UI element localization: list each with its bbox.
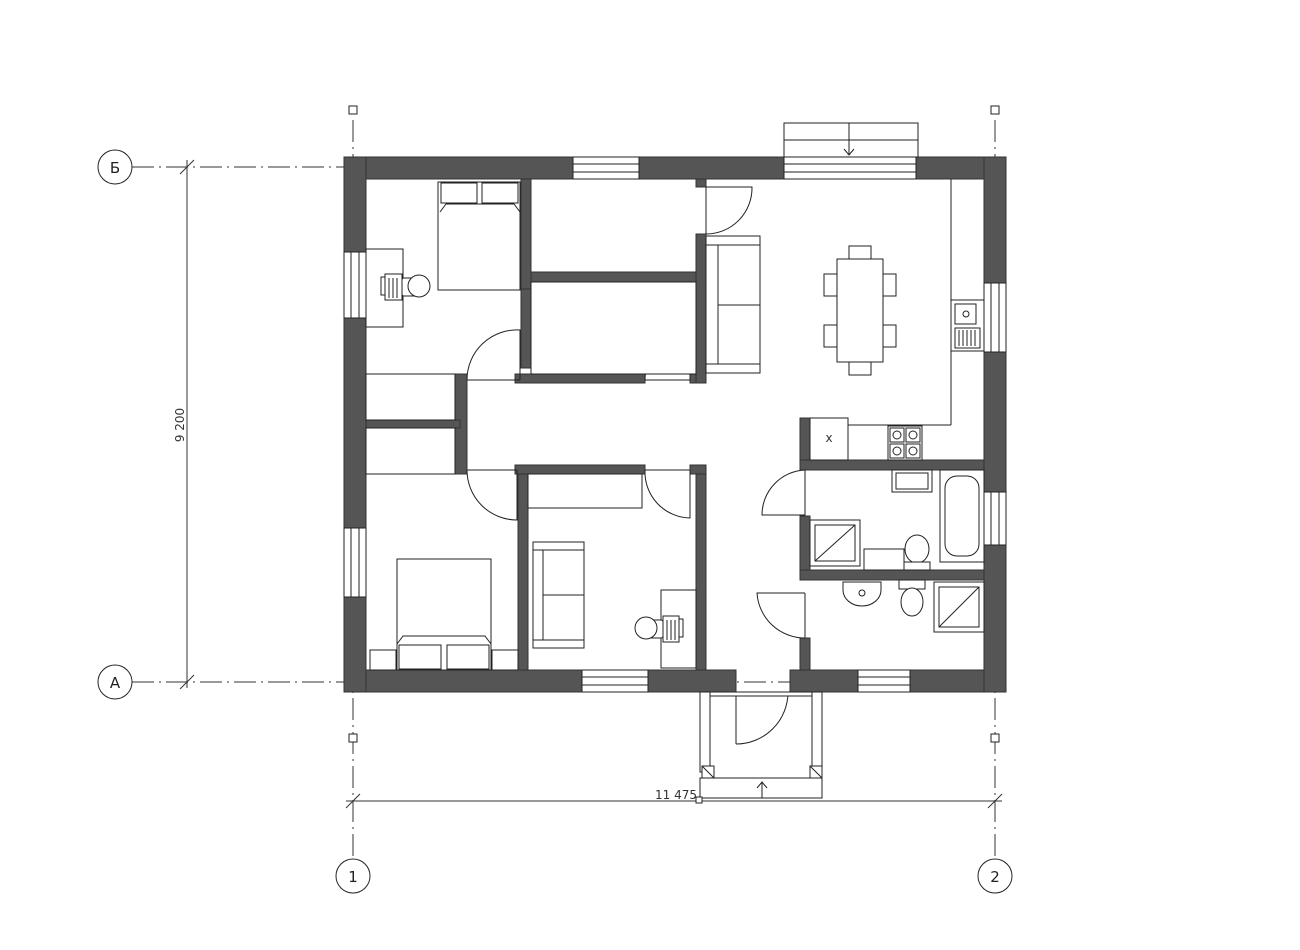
window-left-bottom — [343, 527, 367, 598]
window-left-top — [343, 251, 367, 319]
door-office — [644, 469, 691, 519]
bathtub — [939, 469, 985, 563]
double-bed-1 — [437, 181, 521, 291]
window-bottom-right — [857, 669, 911, 693]
bedroom-2-furniture — [369, 558, 519, 671]
axis-end-markers — [348, 105, 1000, 743]
door-bathroom — [761, 469, 806, 516]
axis-bubble-a — [97, 664, 133, 700]
axis-bubble-b — [97, 149, 133, 185]
dimension-width-text: 11 475 — [655, 788, 697, 802]
fridge: x — [809, 417, 849, 461]
chair-2 — [634, 615, 684, 643]
dimension-height: 9 200 — [173, 159, 195, 690]
office-furniture — [527, 473, 697, 669]
window-top-right — [783, 156, 917, 180]
window-bottom-left — [581, 669, 649, 693]
kitchen-counter — [848, 179, 985, 426]
wc-fixtures — [842, 579, 985, 633]
doors — [466, 186, 806, 745]
nightstand-2 — [491, 649, 519, 671]
double-bed-2 — [396, 558, 492, 671]
stove-mark: x — [825, 431, 832, 445]
sofa-office — [532, 541, 585, 649]
axis-bubble-2 — [977, 858, 1013, 894]
toilet-1 — [903, 534, 931, 571]
chair-1 — [380, 273, 431, 301]
bedroom-1-furniture — [365, 181, 521, 475]
washing-machine — [863, 548, 905, 571]
door-bedroom-2 — [466, 469, 518, 521]
door-wc — [756, 592, 806, 639]
wardrobe-1 — [365, 373, 456, 475]
dimension-height-text: 9 200 — [173, 408, 187, 442]
shower-cabin-2 — [933, 581, 985, 633]
door-bedroom-1 — [466, 329, 521, 381]
shower-cabin — [809, 519, 861, 567]
interior-walls — [365, 178, 985, 671]
windows — [343, 156, 1007, 693]
top-step — [783, 122, 919, 158]
cooktop — [887, 425, 923, 461]
bathroom-fixtures — [809, 469, 985, 571]
window-right-top — [983, 282, 1007, 353]
axis-bubble-1 — [335, 858, 371, 894]
dining-table — [823, 245, 897, 376]
axis-bubbles: Б А 1 2 — [97, 149, 1013, 894]
window-top-left — [572, 156, 640, 180]
door-hall-top — [705, 186, 753, 235]
dimension-width: 11 475 — [345, 788, 1003, 809]
door-entrance — [735, 691, 789, 745]
axis-label-b: Б — [110, 159, 120, 177]
wc-sink — [842, 581, 882, 607]
storage-room — [530, 281, 697, 375]
sofa-living — [705, 235, 761, 374]
window-right-bottom — [983, 491, 1007, 546]
office-wardrobe — [527, 473, 643, 509]
toilet-2 — [898, 579, 926, 617]
nightstand-1 — [369, 649, 397, 671]
porch — [695, 691, 823, 804]
exterior-walls — [343, 156, 1007, 693]
axis-label-1: 1 — [348, 868, 358, 886]
living-room-furniture: x — [705, 179, 985, 461]
axis-label-a: А — [110, 674, 121, 692]
bath-sink — [891, 469, 933, 493]
axis-label-2: 2 — [990, 868, 1000, 886]
